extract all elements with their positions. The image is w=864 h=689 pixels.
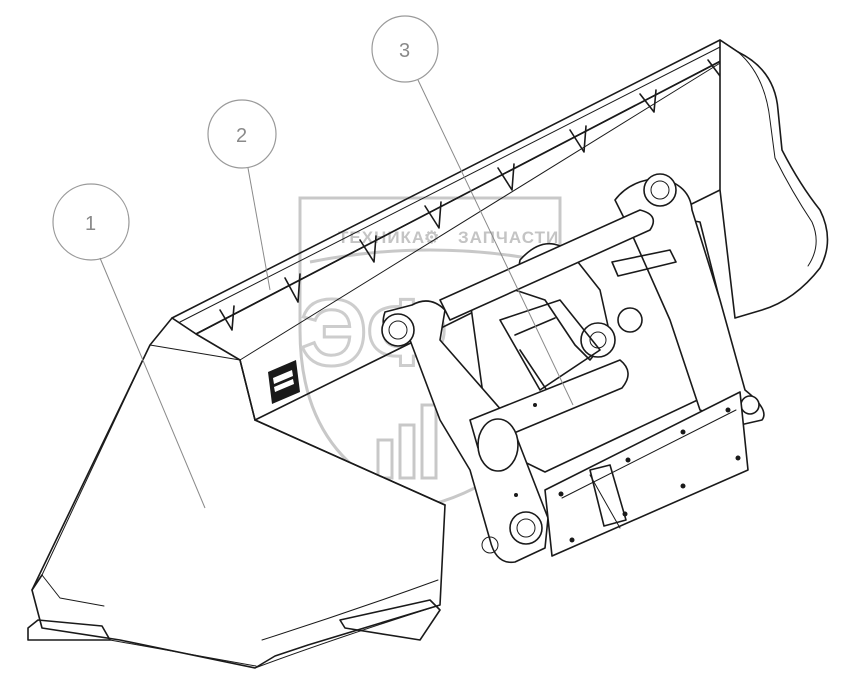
callout-2: 2 — [207, 99, 277, 291]
upper-cross-tube — [439, 209, 655, 321]
watermark-text-right: ЗАПЧАСТИ — [458, 228, 559, 247]
lower-left-pin — [509, 511, 543, 545]
callout-3-circle — [371, 15, 439, 83]
right-bracket — [614, 177, 765, 426]
callout-3-label: 3 — [399, 40, 410, 62]
callout-3-leader — [417, 79, 574, 406]
bucket-teeth — [219, 55, 723, 331]
callout-2-circle — [207, 99, 277, 169]
left-bracket-pin — [381, 313, 415, 347]
callout-2-leader — [247, 167, 271, 291]
watermark-columns-icon — [376, 403, 438, 480]
callout-1-label: 1 — [85, 213, 96, 235]
callout-1-leader — [99, 257, 206, 509]
callout-2-label: 2 — [236, 125, 247, 147]
callout-1-circle — [52, 183, 130, 261]
coupler-plate — [544, 391, 749, 557]
callout-3: 3 — [371, 15, 574, 406]
bucket-body — [27, 39, 829, 669]
watermark-gear-icon: ⚙ — [424, 228, 440, 247]
right-bracket-pin — [643, 173, 677, 207]
identification-plate — [268, 360, 300, 404]
tube-end-cap — [477, 418, 519, 472]
plate-bolts — [514, 403, 741, 543]
callout-1: 1 — [52, 183, 206, 509]
hitch-assembly — [381, 173, 765, 564]
